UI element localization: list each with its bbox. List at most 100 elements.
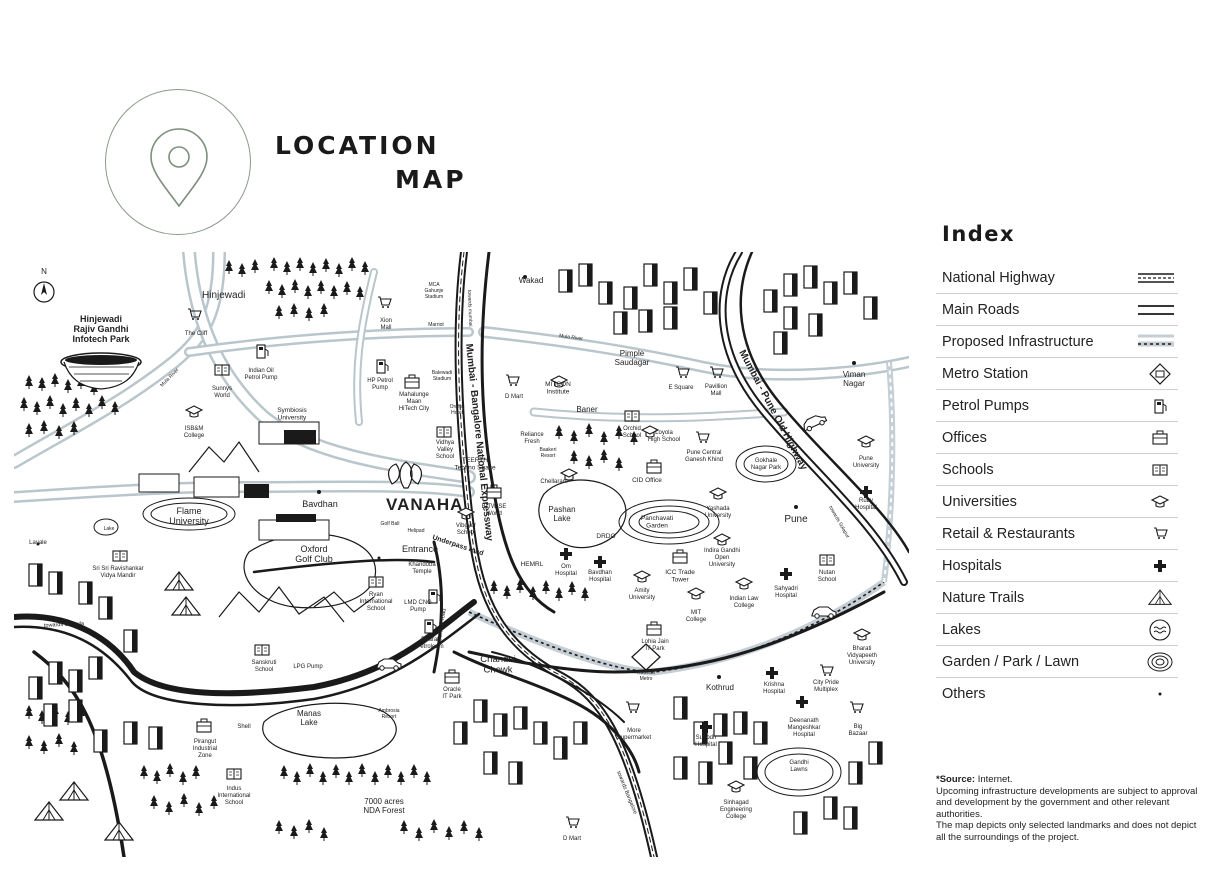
place-label-ignou: Indira Gandhi [704,548,740,554]
university-icon [1151,495,1169,508]
place-label-cid-office: CID Office [632,477,662,484]
legend-label: Retail & Restaurants [942,526,1075,542]
place-label-kothrud-metro: Metro [640,676,653,682]
place-label-oxford: Oxford [300,544,327,554]
place-label-hp-petrol: HP Petrol [367,378,393,384]
place-label-drdo: DRDO [596,533,615,540]
legend-row-nature-trails: Nature Trails [936,582,1178,614]
place-label-deenanath: Hospital [793,732,815,738]
location-map[interactable]: N VANAHA Mumbai - Bangalore National Exp… [14,252,909,857]
place-label-indian-law: Indian Law [729,596,759,602]
place-label-symbiosis: Symbiosis [277,407,307,414]
legend-row-retail-restaurants: Retail & Restaurants [936,518,1178,550]
place-label-yashada: Yashada [706,506,730,512]
place-label-pimple-saudagar: Pimple [620,349,645,358]
place-label-pune-central: Ganesh Khind [685,457,723,463]
place-label-indus: International [217,793,250,799]
place-label-sahyadri: Hospital [775,593,797,599]
poi-icons [36,275,875,829]
place-label-hinjewadi: Hinjewadi [202,290,245,301]
place-label-ignou: University [709,562,735,568]
place-label-indian-oil: Petrol Pump [244,375,278,381]
place-label-gandhi-lawns: Lawns [790,767,807,773]
nature-trail-icon [1148,589,1172,605]
place-label-indian-oil: Indian Oil [248,368,273,374]
place-label-baakeri: Baakeri [540,447,557,453]
place-label-vidhya-valley: School [436,454,454,460]
office-icon [1152,430,1168,445]
place-label-sahyadri: Sahyadri [774,586,798,592]
place-label-helipad: Helipad [408,528,425,534]
place-label-yashada: University [705,513,731,519]
place-label-bharat-petroleum: Bharat [421,637,439,643]
place-label-vibgyor: School [457,530,475,536]
place-label-xion-mall: Xion [380,318,392,324]
place-label-marriott: Marriot [428,322,444,328]
place-label-orchid-hotel: Hotel [451,410,463,416]
legend-label: Main Roads [942,302,1020,318]
place-label-panchavati: Panchavati [641,515,673,522]
source-label: *Source: [936,774,976,785]
place-label-ruby-hospital: Ruby [859,498,873,504]
place-label-vibgyor: Vibgyor [456,523,476,529]
place-label-kothrud: Kothrud [706,683,734,692]
place-label-d-mart-north: D Mart [505,394,523,400]
place-label-sanskruti: Sanskruti [251,660,276,666]
place-label-krishna-hospital: Krishna [764,682,785,688]
place-label-khandoba: Temple [412,569,432,575]
place-label-oxford: Golf Club [295,554,333,564]
place-label-infotech-park: Hinjewadi [80,314,122,324]
place-label-indian-law: College [734,603,755,609]
legend-row-main-roads: Main Roads [936,294,1178,326]
place-label-bharati: University [849,660,875,666]
place-label-mitcon: MITCON [545,381,571,388]
place-label-nutan-school: Nutan [819,570,835,576]
place-label-sinhagad: College [726,814,747,820]
place-label-e-square: E Square [668,385,694,391]
place-label-indus: School [225,800,243,806]
place-label-pirangut: Industrial [193,746,217,752]
source-line: *Source: Internet. [936,774,1198,786]
legend-label: National Highway [942,270,1055,286]
place-label-loyola: High School [648,437,680,443]
place-label-deenanath: Mangeshkar [787,725,820,731]
place-label-chandni-chowk: Chandni [480,654,515,665]
place-label-isbm: College [184,433,205,439]
place-label-gokhale-park: Gokhale [755,458,778,464]
campus-buildings [138,421,330,541]
place-label-mahalunge: Maan [406,399,421,405]
legend-row-universities: Universities [936,486,1178,518]
place-label-ambrosia: Ambrosia [378,708,399,714]
source-note-1: Upcoming infrastructure developments are… [936,785,1198,820]
place-label-subodh: Hospital [695,742,717,748]
place-label-indus: Indus [227,786,242,792]
place-label-reliance-fresh: Fresh [524,439,539,445]
place-label-vidhya-valley: Vidhya [436,440,455,446]
legend-label: Lakes [942,622,981,638]
road-layer [14,252,909,857]
place-label-more-supermarket: Supermarket [617,735,652,741]
place-label-lohia-jain: IT Park [645,646,665,652]
retail-cart-icon [1153,527,1168,540]
vanaha-project-marker[interactable]: VANAHA [386,461,463,514]
place-label-city-pride: City Pride [813,680,840,686]
place-label-pune-central: Pune Central [686,450,721,456]
place-label-golf-ball: Golf Ball [381,521,400,527]
place-label-gokhale-park: Nagar Park [751,465,782,471]
place-label-oracle: Oracle [443,687,461,693]
place-label-pune-university: University [853,463,879,469]
legend-label: Universities [942,494,1017,510]
petrol-pump-icon [1154,399,1167,414]
place-label-sunnys-world: World [214,393,230,399]
place-label-mit-college: College [686,617,707,623]
index-title: Index [942,222,1016,246]
kothrud-metro-station[interactable] [631,643,661,671]
main-roads-symbol [1138,305,1174,315]
nature-trail-tents [34,571,201,841]
place-label-xion-mall: Mall [380,325,391,331]
place-label-panchavati: Garden [646,523,668,530]
place-label-pimple-saudagar: Saudagar [615,358,650,367]
place-label-teerth: TEERTH [462,457,488,464]
place-label-oracle: IT Park [442,694,462,700]
place-label-nda-forest: NDA Forest [363,806,405,815]
